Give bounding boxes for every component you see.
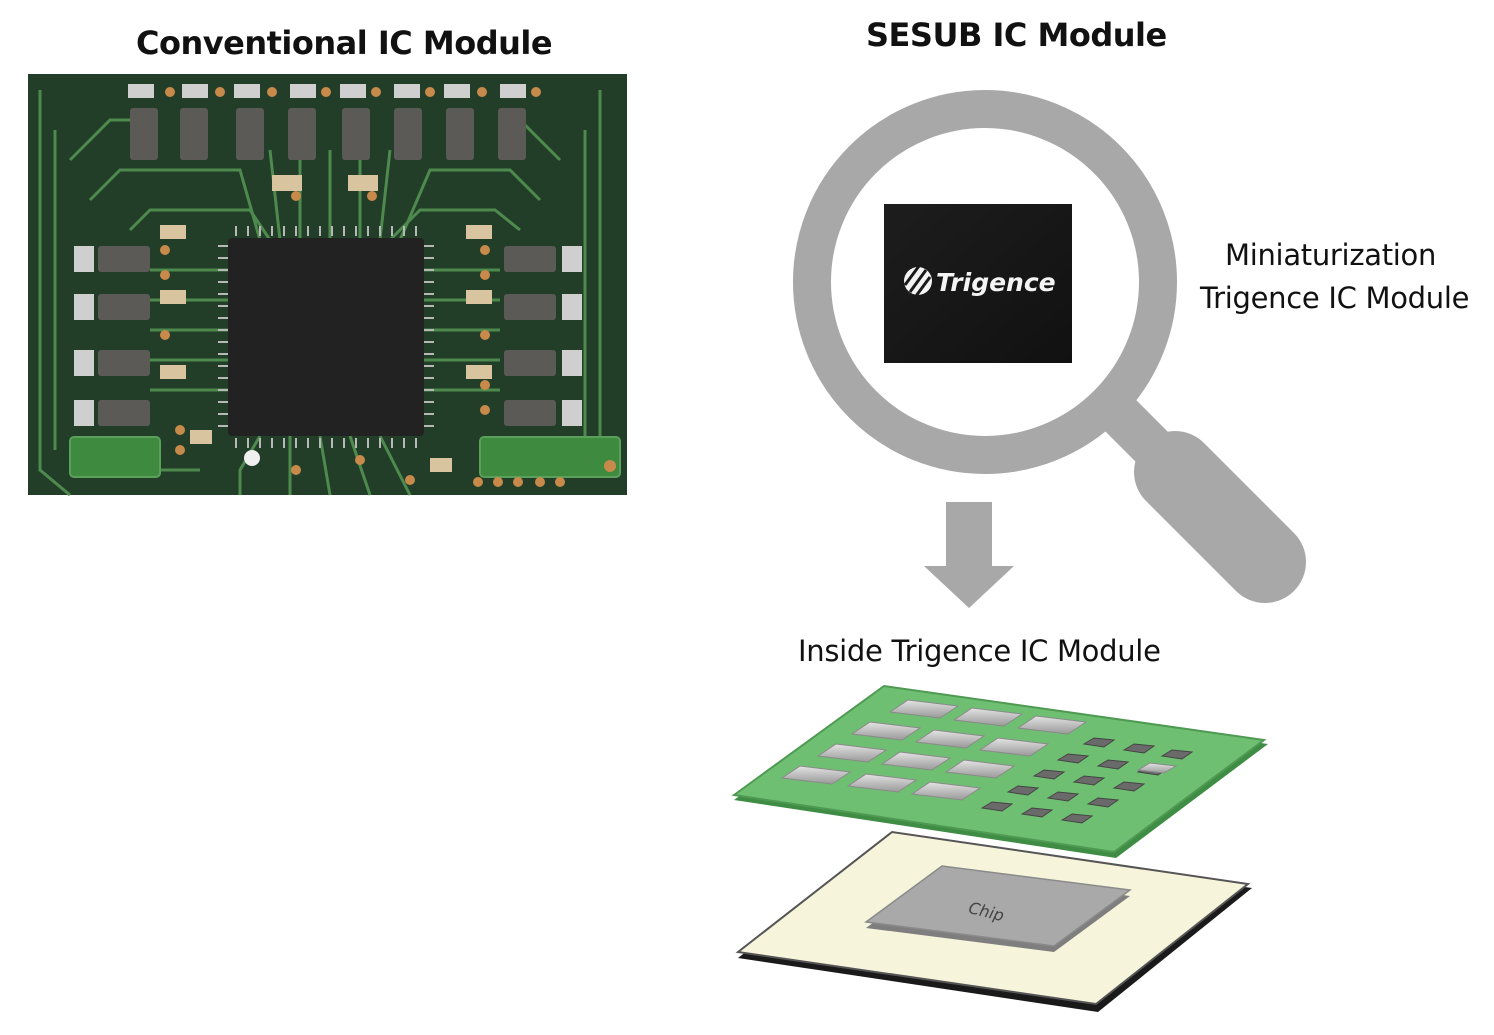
component-board-layer: [731, 684, 1268, 858]
substrate-layer: Chip: [735, 830, 1252, 1012]
title-conventional-ic-module: Conventional IC Module: [136, 24, 553, 62]
label-trigence-ic-module: Trigence IC Module: [1200, 281, 1470, 315]
label-miniaturization: Miniaturization: [1225, 238, 1437, 272]
trigence-logo-icon: [903, 265, 932, 297]
trigence-brand-text: Trigence: [936, 268, 1056, 297]
title-sesub-ic-module: SESUB IC Module: [866, 16, 1167, 54]
magnifier-icon: [793, 90, 1306, 603]
down-arrow-icon: [924, 502, 1014, 608]
conventional-pcb-photo: [28, 74, 627, 497]
label-inside-trigence: Inside Trigence IC Module: [798, 634, 1161, 668]
trigence-chip: Trigence: [884, 204, 1072, 363]
